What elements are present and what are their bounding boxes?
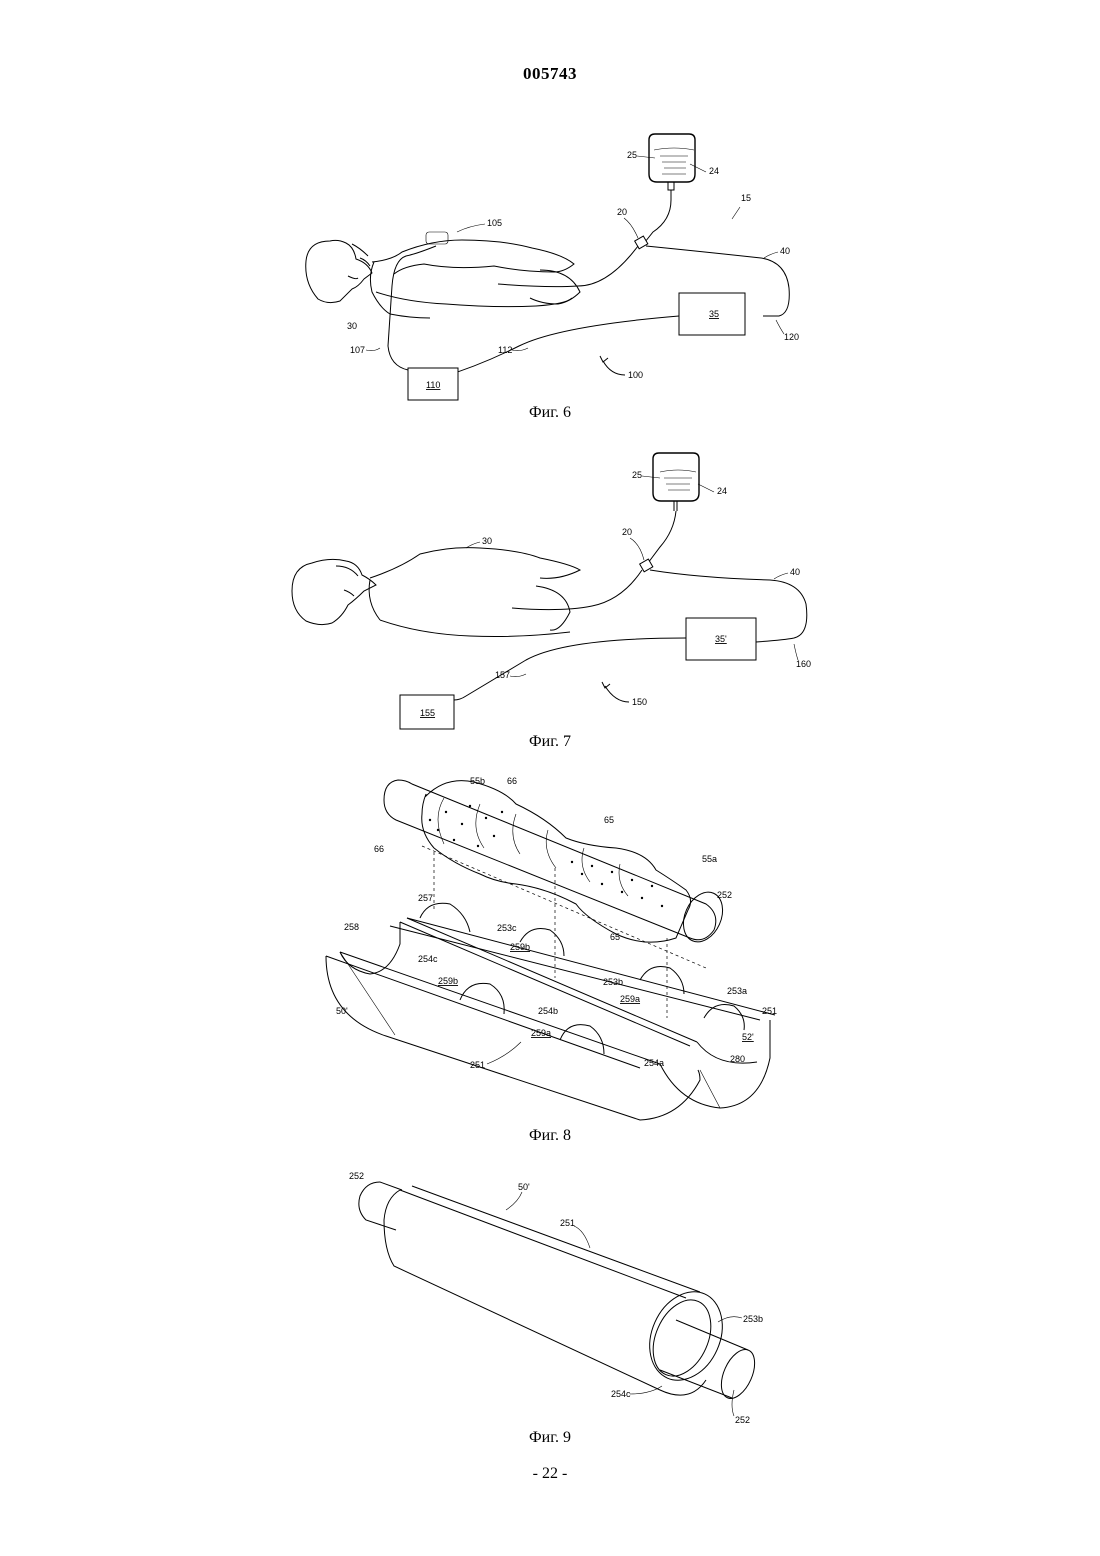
reference-numeral: 66 [507, 776, 517, 786]
reference-numeral: 52' [742, 1032, 754, 1042]
reference-numeral: 253c [497, 923, 517, 933]
reference-numeral: 253b [743, 1314, 763, 1324]
reference-numeral: 150 [632, 697, 647, 707]
reference-numeral: 25 [632, 470, 642, 480]
reference-numeral: 252 [717, 890, 732, 900]
reference-numeral: 254b [538, 1006, 558, 1016]
reference-numeral: 50' [336, 1006, 348, 1016]
reference-numeral: 155 [420, 708, 435, 718]
reference-numeral: 110 [426, 380, 440, 390]
reference-numeral: 30 [347, 321, 357, 331]
perforation-dots [429, 805, 663, 907]
reference-numeral: 257 [418, 893, 433, 903]
patient-figure [306, 232, 580, 370]
reference-numeral: 259a [531, 1028, 551, 1038]
figure-9-drawing: 252 50' 251 253b 254c 252 [0, 1160, 1100, 1430]
reference-numeral: 65 [610, 932, 620, 942]
reference-numeral: 66 [374, 844, 384, 854]
reference-numeral: 112 [498, 345, 512, 355]
reference-numeral: 55b [470, 776, 485, 786]
reference-numeral: 15 [741, 193, 751, 203]
reference-numeral: 30 [482, 536, 492, 546]
connector [635, 236, 648, 249]
reference-numeral: 105 [487, 218, 502, 228]
reference-numeral: 251 [560, 1218, 575, 1228]
reference-numeral: 251 [762, 1006, 777, 1016]
reference-numeral: 20 [622, 527, 632, 537]
figure-6-drawing: 35 110 25 24 15 20 105 40 30 120 107 112… [0, 125, 1100, 405]
reference-numeral: 253b [603, 977, 623, 987]
reference-numeral: 100 [628, 370, 643, 380]
figure-7-drawing: 35' 155 25 24 20 30 40 160 157 150 [0, 445, 1100, 735]
reference-numeral: 254c [611, 1389, 631, 1399]
iv-bag [653, 453, 699, 501]
reference-numeral: 254a [644, 1058, 664, 1068]
figure-6-caption: Фиг. 6 [0, 404, 1100, 422]
reference-numeral: 24 [717, 486, 727, 496]
reference-numeral: 35' [715, 634, 727, 644]
reference-numeral: 65 [604, 815, 614, 825]
reference-numeral: 157 [495, 670, 510, 680]
reference-numeral: 253a [727, 986, 747, 996]
reference-numeral: 55a [702, 854, 717, 864]
figure-9-caption: Фиг. 9 [0, 1429, 1100, 1447]
reference-numeral: 35 [709, 309, 719, 319]
iv-bag [649, 134, 695, 182]
reference-numeral: 120 [784, 332, 799, 342]
figure-8-caption: Фиг. 8 [0, 1127, 1100, 1145]
reference-numeral: 252 [349, 1171, 364, 1181]
reference-numeral: 50' [518, 1182, 530, 1192]
figure-8-drawing: 55b 66 65 55a 66 252 257 253c 65 258 259… [0, 770, 1100, 1130]
reference-numeral: 40 [780, 246, 790, 256]
document-number: 005743 [0, 64, 1100, 84]
reference-numeral: 252 [735, 1415, 750, 1425]
patient-figure [292, 548, 580, 637]
reference-numeral: 258 [344, 922, 359, 932]
reference-numeral: 160 [796, 659, 811, 669]
page-number: - 22 - [0, 1465, 1100, 1483]
rod-assembly [384, 780, 730, 968]
reference-numeral: 40 [790, 567, 800, 577]
reference-numeral: 107 [350, 345, 365, 355]
reference-numeral: 20 [617, 207, 627, 217]
reference-numeral: 259a [620, 994, 640, 1004]
figure-7-caption: Фиг. 7 [0, 733, 1100, 751]
reference-numeral: 251 [470, 1060, 485, 1070]
reference-numeral: 259b [510, 942, 530, 952]
reference-numeral: 280 [730, 1054, 745, 1064]
reference-numeral: 259b [438, 976, 458, 986]
reference-numeral: 24 [709, 166, 719, 176]
reference-numeral: 254c [418, 954, 438, 964]
reference-numeral: 25 [627, 150, 637, 160]
closed-tube-assembly [359, 1182, 762, 1403]
